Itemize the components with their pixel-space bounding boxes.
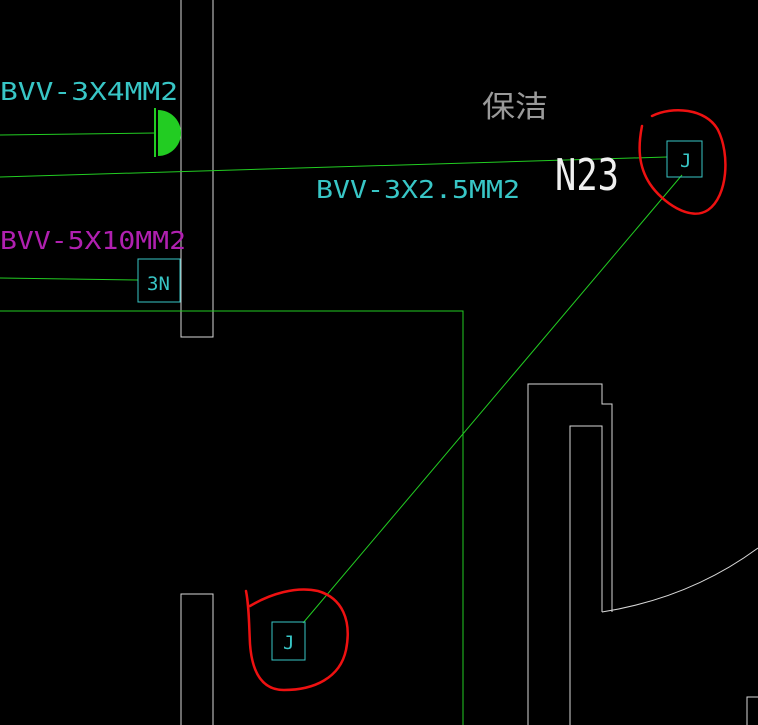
box-3n <box>137 258 181 303</box>
cable-label-mid: BVV-3X2.5MM2 <box>316 175 520 204</box>
wall-column-bottom <box>180 593 214 725</box>
highlight-marks <box>244 109 727 692</box>
box-j-top-label: J <box>680 150 691 172</box>
walls <box>180 0 758 725</box>
box-j-top <box>666 140 703 178</box>
wall-inner-right <box>569 425 603 725</box>
cable-label-lower: BVV-5X10MM2 <box>0 226 186 255</box>
wire-mid <box>0 156 668 178</box>
wire-lower <box>0 277 139 281</box>
highlight-circle-top <box>638 109 727 215</box>
cable-label-top: BVV-3X4MM2 <box>0 77 178 106</box>
lamp-fixture-disc <box>158 110 181 156</box>
room-name-label: 保洁 <box>482 90 548 125</box>
circuit-tag-label: N23 <box>555 150 619 201</box>
equipment-boxes <box>137 140 703 661</box>
wall-outer-right <box>527 383 613 725</box>
box-3n-label: 3N <box>147 273 170 295</box>
lamp-fixture <box>154 108 181 157</box>
wire-diagonal <box>302 174 683 624</box>
box-j-bottom-label: J <box>283 632 294 654</box>
box-j-bottom <box>271 621 306 661</box>
highlight-circle-bottom <box>244 588 349 692</box>
room-boundary <box>0 310 464 725</box>
wiring <box>0 132 683 725</box>
wire-top <box>0 132 156 136</box>
wall-corner-bottom-right <box>746 696 758 725</box>
wall-curve <box>601 547 758 613</box>
wall-column-top <box>180 0 214 338</box>
